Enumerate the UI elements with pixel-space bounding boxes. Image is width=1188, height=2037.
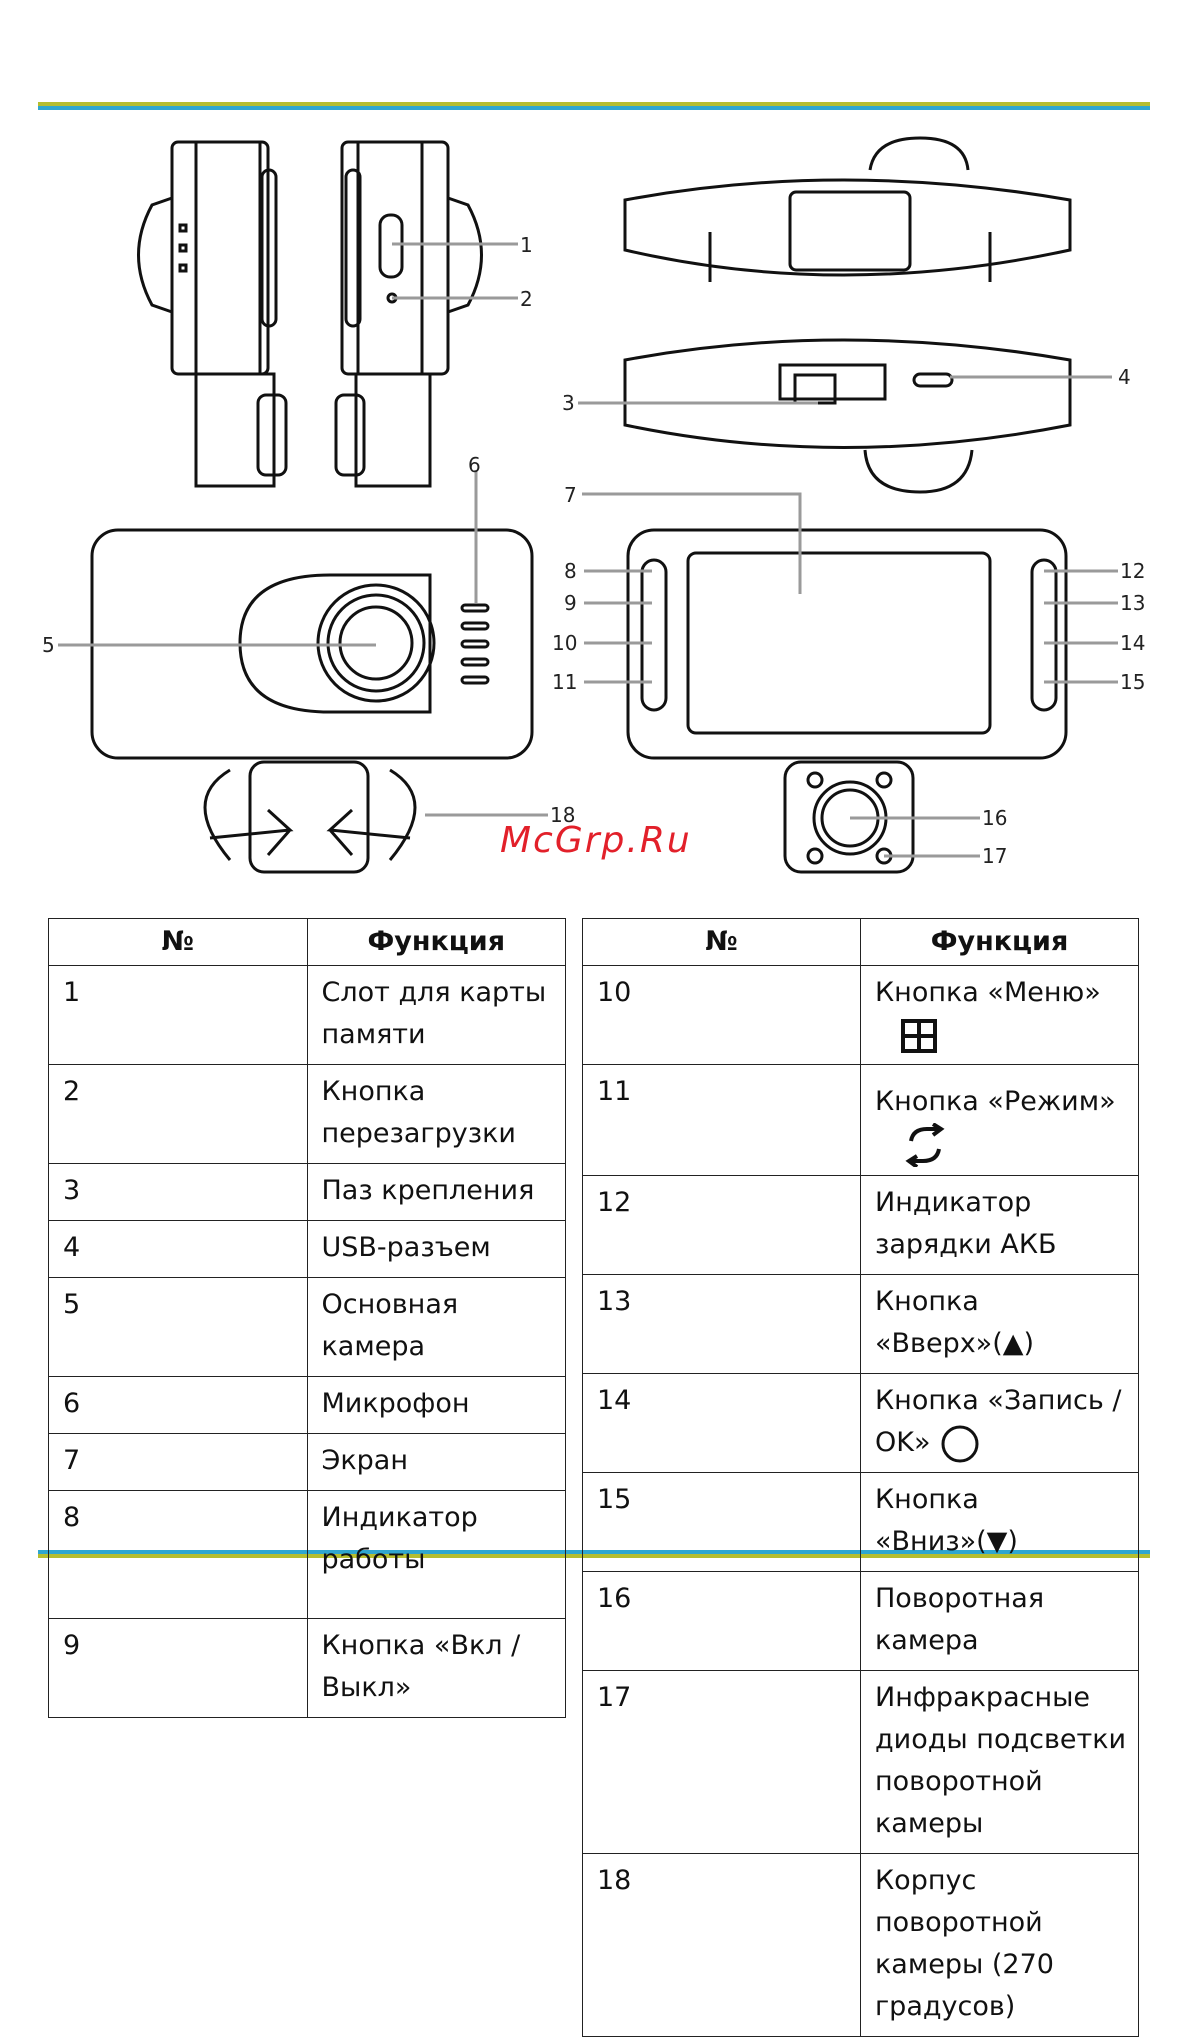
callout-8: 8 — [564, 559, 577, 583]
callout-3: 3 — [562, 391, 575, 415]
row-number: 7 — [48, 1433, 308, 1491]
row-number: 13 — [582, 1274, 861, 1374]
callout-4: 4 — [1118, 365, 1131, 389]
row-number: 4 — [48, 1220, 308, 1278]
row-number: 1 — [48, 965, 308, 1065]
row-number: 9 — [48, 1618, 308, 1718]
row-number: 10 — [582, 965, 861, 1065]
row-function-text: Кнопка «Запись / OK» — [875, 1385, 1122, 1458]
header-function: Функция — [860, 918, 1139, 966]
row-number: 8 — [48, 1490, 308, 1619]
row-function: Паз крепления — [306, 1163, 566, 1221]
row-function: Корпус поворотной камеры (270 градусов) — [860, 1853, 1139, 2037]
callout-15: 15 — [1120, 670, 1145, 694]
row-function: Поворотная камера — [860, 1571, 1139, 1671]
table-header-row: № Функция — [582, 918, 1139, 966]
top-view — [623, 136, 1072, 282]
callout-10: 10 — [552, 631, 577, 655]
row-function: Кнопка «Запись / OK» — [860, 1373, 1139, 1473]
top-color-band — [38, 102, 1150, 110]
side-view-left — [137, 140, 288, 488]
callout-14: 14 — [1120, 631, 1145, 655]
row-number: 6 — [48, 1376, 308, 1434]
callout-18: 18 — [550, 803, 575, 827]
callout-1: 1 — [520, 233, 533, 257]
row-number: 16 — [582, 1571, 861, 1671]
callout-12: 12 — [1120, 559, 1145, 583]
row-function: Кнопка перезагрузки — [306, 1064, 566, 1164]
row-function-text: Кнопка «Меню» — [875, 977, 1101, 1008]
row-function: Экран — [306, 1433, 566, 1491]
callout-16: 16 — [982, 806, 1007, 830]
table-row: 10 Кнопка «Меню» — [582, 965, 1139, 1065]
rotating-housing — [203, 760, 417, 874]
bottom-view — [623, 338, 1072, 494]
mode-switch-icon — [905, 1123, 945, 1167]
callout-2: 2 — [520, 287, 533, 311]
callout-5: 5 — [42, 633, 55, 657]
row-number: 15 — [582, 1472, 861, 1572]
row-function: Слот для карты памяти — [306, 965, 566, 1065]
row-function: Индикатор зарядки АКБ — [860, 1175, 1139, 1275]
row-function: Кнопка «Вкл / Выкл» — [306, 1618, 566, 1718]
row-number: 11 — [582, 1064, 861, 1176]
row-function: Индикатор работы — [306, 1490, 566, 1619]
row-function: Кнопка «Вверх»(▲) — [860, 1274, 1139, 1374]
row-function: Кнопка «Вниз»(▼) — [860, 1472, 1139, 1572]
callout-7: 7 — [564, 483, 577, 507]
row-function: Кнопка «Режим» — [860, 1064, 1139, 1176]
row-function-text: Кнопка «Режим» — [875, 1086, 1116, 1117]
circle-icon — [941, 1425, 979, 1462]
callout-17: 17 — [982, 844, 1007, 868]
device-diagram: 1 2 3 4 5 6 7 8 9 10 11 12 13 14 15 16 1… — [42, 136, 1145, 874]
side-view-right — [334, 140, 483, 488]
row-function: USB-разъем — [306, 1220, 566, 1278]
callout-11: 11 — [552, 670, 577, 694]
menu-grid-icon — [901, 1018, 937, 1053]
watermark: McGrp.Ru — [500, 820, 692, 861]
row-number: 14 — [582, 1373, 861, 1473]
row-number: 3 — [48, 1163, 308, 1221]
callout-6: 6 — [468, 453, 481, 477]
table-row: 14 Кнопка «Запись / OK» — [582, 1373, 1139, 1473]
table-row: 11 Кнопка «Режим» — [582, 1064, 1139, 1176]
function-table-right: № Функция 10 Кнопка «Меню» 11 Кнопка «Ре… — [582, 918, 1139, 2037]
front-view — [90, 528, 534, 760]
row-number: 12 — [582, 1175, 861, 1275]
row-number: 18 — [582, 1853, 861, 2037]
header-number: № — [48, 918, 308, 966]
back-view — [626, 528, 1068, 760]
callout-13: 13 — [1120, 591, 1145, 615]
row-number: 2 — [48, 1064, 308, 1164]
row-function: Кнопка «Меню» — [860, 965, 1139, 1065]
row-function: Основная камера — [306, 1277, 566, 1377]
row-number: 17 — [582, 1670, 861, 1854]
row-function: Микрофон — [306, 1376, 566, 1434]
row-function: Инфракрасные диоды подсветки поворотной … — [860, 1670, 1139, 1854]
table-header-row: № Функция — [48, 918, 566, 966]
callout-9: 9 — [564, 591, 577, 615]
header-function: Функция — [306, 918, 566, 966]
header-number: № — [582, 918, 861, 966]
row-number: 5 — [48, 1277, 308, 1377]
